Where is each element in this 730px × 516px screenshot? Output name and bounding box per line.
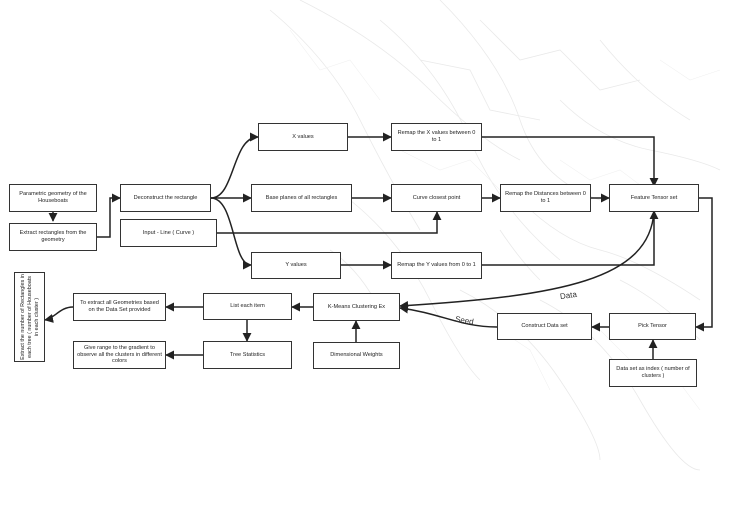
node-input-line: Input - Line ( Curve ) xyxy=(120,219,217,247)
edge-construct-to-kmeans xyxy=(399,304,498,328)
node-remap-x: Remap the X values between 0 to 1 xyxy=(391,123,482,151)
node-y-values: Y values xyxy=(251,252,341,279)
edge-extract-all-to-vertical xyxy=(44,306,74,323)
node-construct-data-set: Construct Data set xyxy=(497,313,592,340)
node-base-planes: Base planes of all rectangles xyxy=(251,184,352,212)
edge-remapx-to-feature xyxy=(482,136,659,187)
node-remap-y: Remap the Y values from 0 to 1 xyxy=(391,252,482,279)
node-extract-number-rectangles: Extract the number of Rectangles in each… xyxy=(14,272,45,362)
edge-feature-to-pick xyxy=(695,197,713,332)
node-curve-closest-point: Curve closest point xyxy=(391,184,482,212)
node-pick-tensor: Pick Tensor xyxy=(609,313,696,340)
node-parametric-geometry: Parametric geometry of the Houseboats xyxy=(9,184,97,212)
node-data-set-as-index: Data set as index ( number of clusters ) xyxy=(609,359,697,387)
node-extract-all-geometries: To extract all Geometries based on the D… xyxy=(73,293,166,321)
node-list-each-item: List each item xyxy=(203,293,292,320)
edge-feature-to-kmeans xyxy=(399,210,655,310)
edge-deconstruct-to-yvalues xyxy=(210,197,252,270)
edge-remapy-to-feature xyxy=(482,210,659,266)
node-extract-number-rectangles-label: Extract the number of Rectangles in each… xyxy=(19,274,39,360)
edge-extract-to-deconstruct xyxy=(97,193,121,238)
node-feature-tensor-set: Feature Tensor set xyxy=(609,184,699,212)
node-extract-rectangles: Extract rectangles from the geometry xyxy=(9,223,97,251)
edge-deconstruct-to-xvalues xyxy=(210,132,259,199)
node-deconstruct-rectangle: Deconstruct the rectangle xyxy=(120,184,211,212)
node-kmeans-clustering: K-Means Clustering Ex xyxy=(313,293,400,321)
node-dimensional-weights: Dimensional Weights xyxy=(313,342,400,369)
edge-inputline-to-closest xyxy=(217,211,442,234)
node-remap-distances: Remap the Distances between 0 to 1 xyxy=(500,184,591,212)
node-give-range-gradient: Give range to the gradient to observe al… xyxy=(73,341,166,369)
node-x-values: X values xyxy=(258,123,348,151)
node-tree-statistics: Tree Statistics xyxy=(203,341,292,369)
